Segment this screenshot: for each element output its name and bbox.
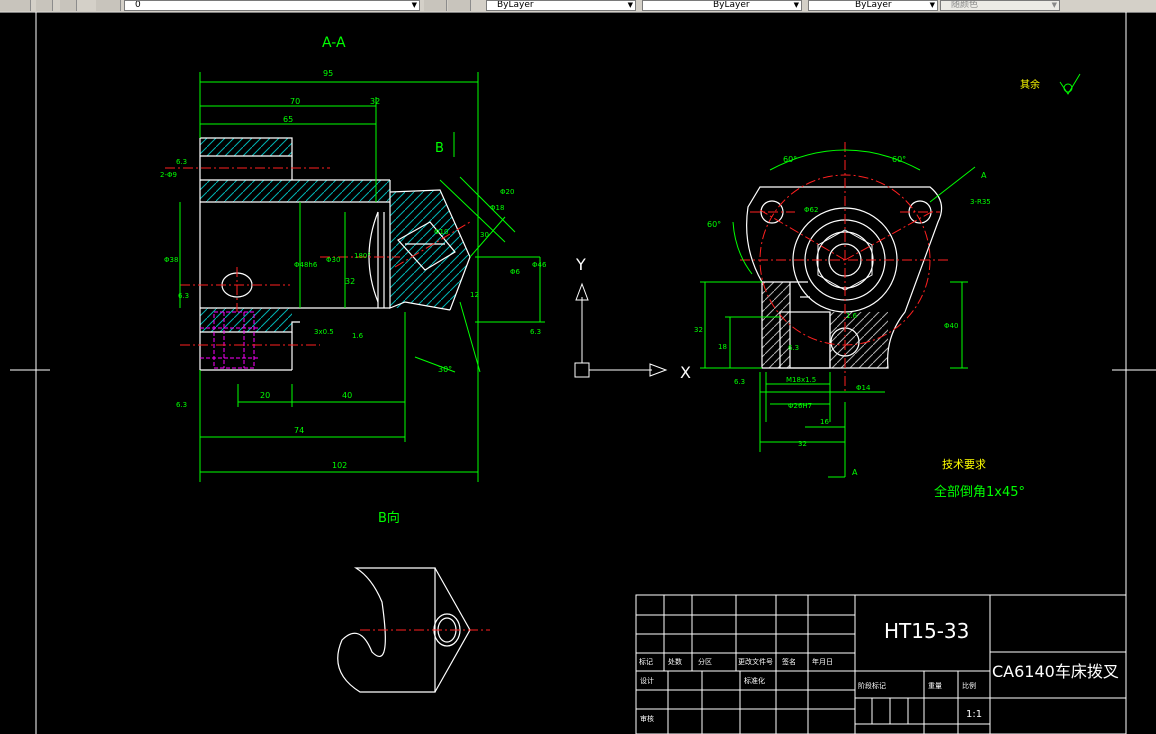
tb-reviewer: 审核 xyxy=(640,714,654,723)
dim-phi18: Φ18 xyxy=(490,204,504,212)
dim-32-mid: 32 xyxy=(345,277,355,286)
linetype-combo[interactable]: ByLayer▼ xyxy=(642,0,802,11)
scale-value: 1:1 xyxy=(966,709,982,720)
dim-3-r35: 3-R35 xyxy=(970,198,991,206)
tb-designer: 设计 xyxy=(640,676,654,685)
roughness-6-3-d: 6.3 xyxy=(530,328,541,336)
view-b-marker: B xyxy=(435,141,444,156)
tb-date: 年月日 xyxy=(812,657,833,666)
dim-30: 30 xyxy=(480,231,489,239)
dim-60-deg-c: 60° xyxy=(707,220,721,229)
dim-phi14: Φ14 xyxy=(856,384,871,392)
dim-40: 40 xyxy=(342,391,352,400)
dim-74: 74 xyxy=(294,426,304,435)
layer-manager-icon[interactable] xyxy=(36,0,53,11)
dim-18-right: 18 xyxy=(718,343,727,351)
dim-phi6: Φ6 xyxy=(510,268,521,276)
roughness-1-6-right: 1.6 xyxy=(846,312,858,320)
roughness-6-3-right-b: 6.3 xyxy=(734,378,745,386)
dim-12: 12 xyxy=(470,291,479,299)
dim-30-deg: 30° xyxy=(438,365,452,374)
tech-req-title: 技术要求 xyxy=(942,458,986,471)
tb-mark: 标记 xyxy=(639,657,653,666)
dim-32-bottom: 32 xyxy=(798,440,807,448)
front-view: 60° 60° 60° 3-R35 Φ62 32 18 6.3 6.3 M18x… xyxy=(694,142,991,478)
part-name-label: CA6140车床拨叉 xyxy=(992,662,1119,681)
view-b-title: B向 xyxy=(378,510,400,526)
tb-zone: 分区 xyxy=(698,657,712,666)
dim-60-deg-b: 60° xyxy=(892,155,906,164)
roughness-6-3-b: 6.3 xyxy=(178,292,189,300)
dim-thread-3x0-5: 3x0.5 xyxy=(314,328,334,336)
tb-weight: 重量 xyxy=(928,682,942,690)
dim-102: 102 xyxy=(332,461,347,470)
roughness-other-label: 其余 xyxy=(1020,78,1040,91)
lineweight-combo[interactable]: ByLayer▼ xyxy=(808,0,938,11)
layers-icon[interactable] xyxy=(448,0,471,11)
ucs-axis-y: Y xyxy=(575,255,586,274)
tb-change-doc: 更改文件号 xyxy=(738,657,773,666)
layer-previous-icon[interactable] xyxy=(96,0,121,11)
toolbar: 0▼ ByLayer▼ ByLayer▼ ByLayer▼ 随颜色▼ xyxy=(0,0,1156,13)
section-a-a-view: A-A xyxy=(160,35,547,482)
color-combo[interactable]: ByLayer▼ xyxy=(486,0,636,11)
tb-count: 处数 xyxy=(668,657,682,666)
material-label: HT15-33 xyxy=(884,619,969,643)
roughness-6-3-a: 6.3 xyxy=(176,158,187,166)
view-b: B向 xyxy=(337,510,490,693)
dim-m18x1-5: M18x1.5 xyxy=(786,376,816,384)
section-arrow-a-bottom: A xyxy=(852,468,858,477)
dim-phi40: Φ40 xyxy=(944,322,958,330)
drawing-canvas[interactable]: A-A xyxy=(0,12,1156,734)
ucs-axis-x: X xyxy=(680,363,691,382)
drawing-frame xyxy=(10,12,1156,734)
tb-scale-label: 比例 xyxy=(962,681,976,690)
dim-65: 65 xyxy=(283,115,293,124)
section-arrow-a-top: A xyxy=(981,171,987,180)
dim-95: 95 xyxy=(323,69,333,78)
tech-req-body: 全部倒角1x45° xyxy=(934,484,1025,500)
dim-phi48h6: Φ48h6 xyxy=(294,261,318,269)
dim-32-right: 32 xyxy=(694,326,703,334)
dim-phi30: Φ30 xyxy=(326,256,340,264)
section-a-a-label: A-A xyxy=(322,35,346,51)
dim-16-right: 16 xyxy=(820,418,829,426)
dim-20: 20 xyxy=(260,391,270,400)
dim-32-top: 32 xyxy=(370,97,380,106)
roughness-6-3-c: 6.3 xyxy=(176,401,187,409)
dim-180-deg: 180° xyxy=(354,252,371,260)
dim-phi62: Φ62 xyxy=(804,206,818,214)
layer-state-icon[interactable] xyxy=(60,0,77,11)
tb-stage-mark: 阶段标记 xyxy=(858,681,886,690)
tb-signature: 签名 xyxy=(782,657,796,666)
layer-combo[interactable]: 0▼ xyxy=(124,0,420,11)
roughness-6-3-right: 6.3 xyxy=(788,344,799,352)
toolbar-button-dropdown[interactable] xyxy=(0,0,31,11)
dim-70: 70 xyxy=(290,97,300,106)
dim-phi20: Φ20 xyxy=(500,188,514,196)
dim-2-phi9: 2-Φ9 xyxy=(160,171,177,179)
dim-60-deg-a: 60° xyxy=(783,155,797,164)
plotstyle-combo[interactable]: 随颜色▼ xyxy=(940,0,1060,11)
ucs-icon xyxy=(574,282,668,378)
roughness-other-icon xyxy=(1059,73,1081,95)
dim-phi46: Φ46 xyxy=(532,261,547,269)
dim-phi38: Φ38 xyxy=(164,256,178,264)
dim-phi10: Φ10 xyxy=(434,228,448,236)
roughness-1-6: 1.6 xyxy=(352,332,364,340)
title-block xyxy=(635,594,1127,734)
dim-phi26h7: Φ26H7 xyxy=(788,402,812,410)
tb-standardize: 标准化 xyxy=(744,676,765,685)
make-current-icon[interactable] xyxy=(424,0,447,11)
